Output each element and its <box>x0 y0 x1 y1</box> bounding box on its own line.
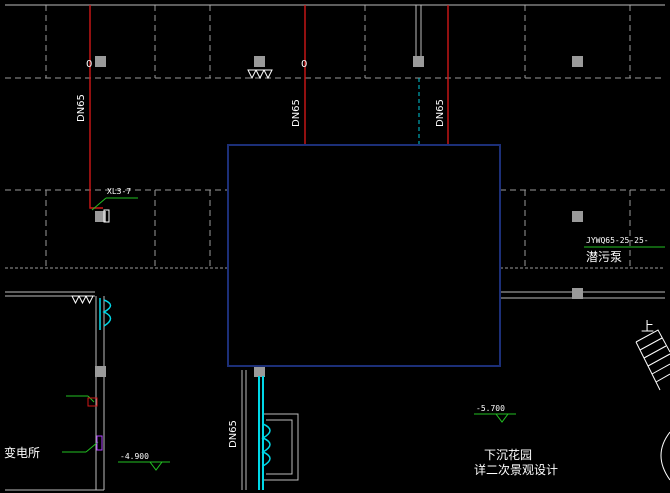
building-outline-box[interactable] <box>227 144 501 367</box>
cyan-pipes <box>99 298 271 490</box>
triangle-symbol-top <box>247 69 273 80</box>
pump-tag: JYWQ65-25-25- <box>586 236 649 245</box>
elevation-marker-left: -4.900 <box>118 452 170 471</box>
riser-tag-leader: XL3-7 <box>91 187 138 223</box>
valve-mark-1: 0 <box>86 59 92 70</box>
pipe-label-1: DN65 <box>76 94 87 122</box>
wall-lines <box>5 4 665 491</box>
equipment-marks <box>62 395 103 453</box>
pipe-label-3: DN65 <box>435 99 446 127</box>
valve-marks: 0 0 <box>86 59 307 70</box>
structural-grid <box>5 5 665 269</box>
triangle-symbol-left <box>71 295 94 305</box>
drain-pipes <box>89 5 449 209</box>
pump-name: 潜污泵 <box>586 250 622 264</box>
room-name: 变电所 <box>4 445 40 460</box>
pump-callout: JYWQ65-25-25- 潜污泵 <box>584 236 665 264</box>
stair-symbol <box>635 329 670 481</box>
column-markers <box>95 56 583 377</box>
pipe-label-4: DN65 <box>228 420 239 448</box>
elevation-right: -5.700 <box>476 404 505 413</box>
elevation-marker-right: -5.700 <box>474 404 516 423</box>
riser-tag: XL3-7 <box>107 187 131 196</box>
garden-note: 详二次景观设计 <box>474 462 558 477</box>
garden-title: 下沉花园 <box>484 447 532 462</box>
valve-mark-2: 0 <box>301 59 307 70</box>
elevation-left: -4.900 <box>120 452 149 461</box>
stair-label: 上 <box>641 320 654 335</box>
pipe-label-2: DN65 <box>291 99 302 127</box>
